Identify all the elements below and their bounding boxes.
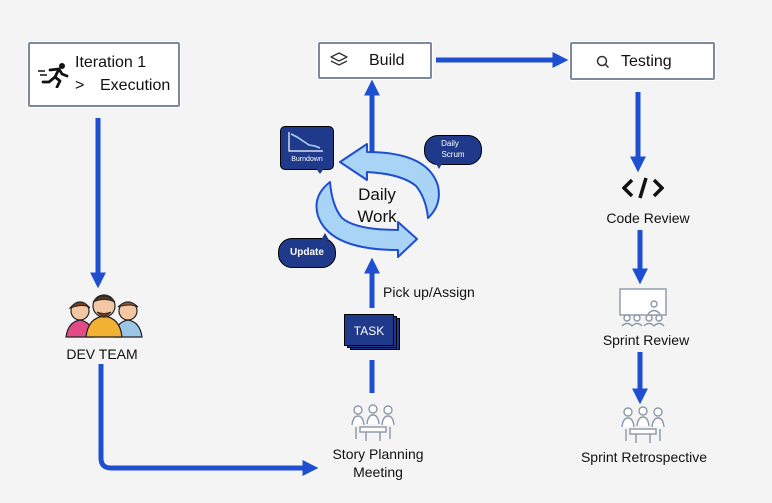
pickup-assign-label: Pick up/Assign: [383, 284, 475, 300]
team-icon: [65, 294, 143, 338]
chart-icon: [288, 132, 323, 152]
meeting-icon: [351, 404, 395, 441]
meeting-icon: [621, 406, 665, 443]
build-label: Build: [369, 52, 405, 69]
daily-scrum-line2: Scrum: [441, 150, 465, 159]
story-planning-line1: Story Planning: [332, 446, 424, 462]
iteration-arrow: >: [75, 77, 85, 94]
sprint-review-label: Sprint Review: [602, 332, 690, 348]
code-icon: [622, 177, 664, 199]
sprint-retrospective-label: Sprint Retrospective: [580, 449, 708, 465]
update-bubble: Update: [278, 233, 336, 268]
iteration-subtitle: Execution: [100, 77, 171, 94]
iteration-title: Iteration 1: [75, 54, 147, 71]
code-review-label: Code Review: [606, 210, 690, 226]
iteration-box: Iteration 1 > Execution: [28, 42, 180, 107]
search-icon: [596, 55, 610, 69]
daily-cycle-icon: [315, 143, 440, 258]
daily-work-line1: Daily: [358, 185, 396, 204]
story-planning-line2: Meeting: [353, 464, 403, 480]
burndown-label: Burndown: [291, 156, 323, 163]
testing-label: Testing: [621, 53, 672, 70]
task-card: TASK: [344, 314, 400, 350]
daily-scrum-bubble: Daily Scrum: [424, 135, 482, 169]
build-box: Build: [318, 42, 432, 79]
layers-icon: [330, 52, 348, 66]
presentation-icon: [619, 288, 667, 327]
daily-scrum-line1: Daily: [441, 139, 459, 148]
daily-work-line2: Work: [357, 207, 397, 226]
testing-box: Testing: [570, 42, 715, 80]
task-label: TASK: [353, 324, 385, 338]
arrow-devteam-to-story: [98, 364, 319, 477]
burndown-bubble: Burndown: [280, 126, 334, 174]
runner-icon: [38, 63, 69, 88]
update-label: Update: [290, 247, 324, 258]
dev-team-label: DEV TEAM: [66, 346, 138, 362]
